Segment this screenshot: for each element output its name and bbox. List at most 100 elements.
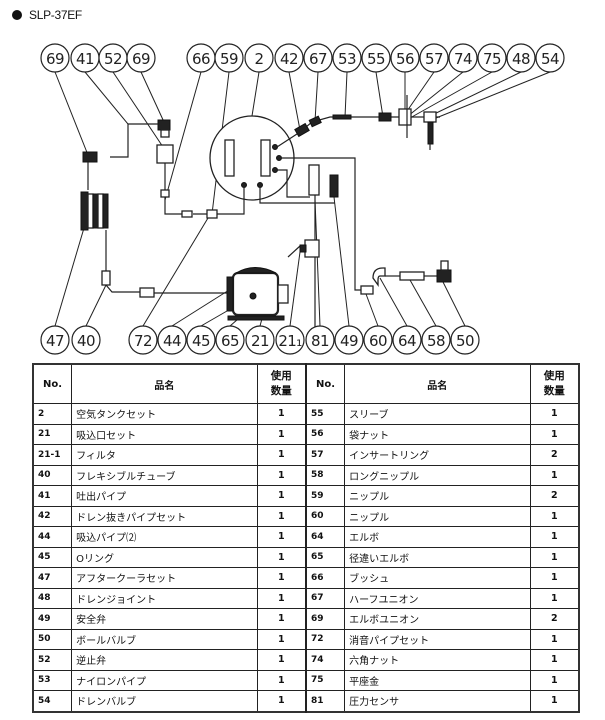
callout-number: 21 [251,332,269,350]
cell-no: 55 [304,403,346,425]
leader-lines [54,71,551,327]
callout-number: 40 [77,332,95,350]
callout-bottom: 58 [421,325,451,355]
cell-name: アフタークーラセット [71,567,258,589]
cell-qty: 1 [256,526,307,548]
callout-number: 54 [541,50,559,68]
callout-bottom: 81 [305,325,335,355]
callout-bottom: 21₁ [275,325,305,355]
cell-no: 41 [32,485,73,507]
cell-name: 空気タンクセット [71,403,258,425]
cell-no: 2 [32,403,73,425]
cell-name: ブッシュ [344,567,531,589]
cell-name: 六角ナット [344,649,531,671]
callout-top: 42 [274,43,304,73]
leader-line [112,71,166,151]
cell-name: 袋ナット [344,423,531,445]
leader-line [435,71,551,119]
model-title: SLP-37EF [12,8,82,22]
callout-top: 41 [70,43,100,73]
cell-no: 40 [32,464,73,486]
callout-number: 58 [427,332,445,350]
callout-number: 44 [163,332,181,350]
cell-no: 75 [304,669,346,691]
cell-qty: 1 [529,567,580,589]
callout-number: 69 [46,50,64,68]
cell-qty: 1 [256,649,307,671]
cell-name: ボールバルブ [71,628,258,650]
cell-qty: 1 [529,505,580,527]
cell-no: 72 [304,628,346,650]
callout-number: 59 [220,50,238,68]
callout-top: 2 [244,43,274,73]
callout-number: 48 [512,50,530,68]
leader-line [54,71,89,156]
callout-bottom: 72 [128,325,158,355]
compressor-unit [226,267,289,321]
callout-top: 66 [186,43,216,73]
callout-bottom: 45 [186,325,216,355]
cell-name: 平座金 [344,669,531,691]
cell-name: 径違いエルボ [344,546,531,568]
callout-top: 67 [303,43,333,73]
callout-top: 56 [390,43,420,73]
cell-no: 53 [32,669,73,691]
cell-name: ニップル [344,485,531,507]
cell-qty: 1 [529,423,580,445]
callout-top: 59 [214,43,244,73]
cell-no: 81 [304,690,346,712]
leader-line [365,293,379,327]
check-valve [156,144,174,164]
leader-line [251,71,260,117]
cell-name: エルボ [344,526,531,548]
cell-qty: 1 [256,485,307,507]
model-name: SLP-37EF [29,8,82,22]
callout-number: 55 [367,50,385,68]
callout-number: 41 [76,50,94,68]
callout-top: 48 [506,43,536,73]
cell-no: 59 [304,485,346,507]
leader-line [85,284,107,327]
cell-name: ニップル [344,505,531,527]
cell-name: Oリング [71,546,258,568]
callout-bottom: 65 [215,325,245,355]
leader-line [379,277,408,327]
cell-no: 48 [32,587,73,609]
cell-qty: 1 [529,649,580,671]
callout-number: 56 [396,50,414,68]
aftercooler [80,191,109,231]
header-qty-right: 使用数量 [529,363,580,404]
callout-number: 81 [311,332,329,350]
callout-number: 45 [192,332,210,350]
callout-bottom: 40 [71,325,101,355]
callout-top: 53 [332,43,362,73]
callout-bottom: 64 [392,325,422,355]
cell-qty: 1 [256,505,307,527]
callout-number: 50 [456,332,474,350]
callout-number: 67 [309,50,327,68]
piping [80,95,452,350]
cell-qty: 1 [529,464,580,486]
cell-name: 圧力センサ [344,690,531,712]
cell-name: 逆止弁 [71,649,258,671]
callout-bottom: 60 [363,325,393,355]
leader-line [333,196,350,327]
cell-qty: 1 [529,690,580,712]
callout-bottom: 47 [40,325,70,355]
cell-qty: 1 [256,628,307,650]
cell-qty: 1 [256,403,307,425]
callout-number: 69 [132,50,150,68]
safety-valve [329,174,339,198]
callout-number: 42 [280,50,298,68]
callout-number: 21₁ [278,332,302,350]
cell-name: フィルタ [71,444,258,466]
cell-name: スリーブ [344,403,531,425]
